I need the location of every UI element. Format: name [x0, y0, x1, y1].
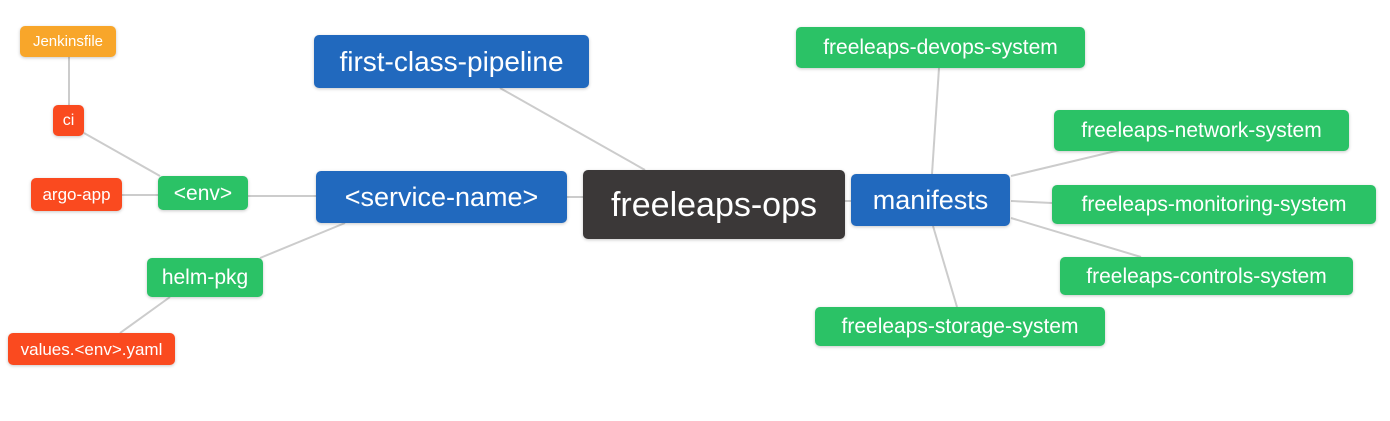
node-first-class-pipeline[interactable]: first-class-pipeline — [314, 35, 589, 88]
node-env[interactable]: <env> — [158, 176, 248, 210]
node-manifests[interactable]: manifests — [851, 174, 1010, 226]
edge-manifests-storage — [932, 225, 958, 308]
edge-manifests-controls — [1010, 217, 1142, 258]
node-argo-app[interactable]: argo-app — [31, 178, 122, 211]
node-helm-pkg[interactable]: helm-pkg — [147, 258, 263, 297]
node-freeleaps-network-system[interactable]: freeleaps-network-system — [1054, 110, 1349, 151]
edge-manifests-network — [1010, 149, 1121, 177]
node-ci[interactable]: ci — [53, 105, 84, 136]
edge-helm-pkg-values — [119, 296, 171, 334]
node-freeleaps-storage-system[interactable]: freeleaps-storage-system — [815, 307, 1105, 346]
node-jenkinsfile[interactable]: Jenkinsfile — [20, 26, 116, 57]
node-freeleaps-controls-system[interactable]: freeleaps-controls-system — [1060, 257, 1353, 295]
edge-manifests-monitoring — [1010, 200, 1053, 204]
node-freeleaps-devops-system[interactable]: freeleaps-devops-system — [796, 27, 1085, 68]
node-service-name[interactable]: <service-name> — [316, 171, 567, 223]
edge-first-class-pipeline-ops — [499, 87, 646, 171]
edge-manifests-devops — [931, 67, 940, 175]
node-freeleaps-ops[interactable]: freeleaps-ops — [583, 170, 845, 239]
node-values-env-yaml[interactable]: values.<env>.yaml — [8, 333, 175, 365]
edge-service-name-helm-pkg — [259, 222, 346, 259]
node-freeleaps-monitoring-system[interactable]: freeleaps-monitoring-system — [1052, 185, 1376, 224]
edge-ci-env — [83, 132, 161, 177]
